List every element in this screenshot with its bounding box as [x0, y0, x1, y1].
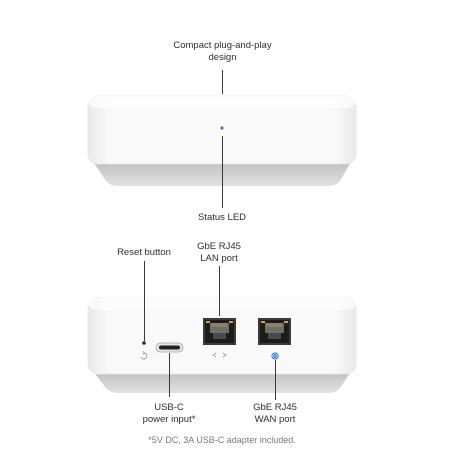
leader-status-led — [222, 136, 223, 208]
callout-usb-c-line2: power input* — [142, 414, 196, 425]
callout-wan-port-line2: WAN port — [254, 414, 296, 425]
footnote: *5V DC, 3A USB-C adapter included. — [148, 435, 296, 445]
leader-reset-button — [144, 261, 145, 341]
callout-usb-c: USB-C power input* — [128, 402, 210, 426]
callout-compact-design-line1: Compact plug-and-play — [173, 40, 272, 51]
callout-usb-c-line1: USB-C — [154, 402, 184, 413]
rj45-port-icon-wan — [258, 318, 291, 345]
reset-pinhole — [142, 341, 146, 345]
callout-reset-button: Reset button — [117, 247, 171, 258]
callout-compact-design: Compact plug-and-play design — [150, 40, 295, 64]
callout-wan-port-line1: GbE RJ45 — [253, 402, 297, 413]
usb-c-port-icon — [155, 342, 184, 353]
status-led — [220, 126, 224, 130]
reset-icon — [140, 351, 148, 360]
callout-lan-port-line2: LAN port — [200, 253, 238, 264]
callout-lan-port-line1: GbE RJ45 — [197, 241, 241, 252]
leader-lan-port — [219, 266, 220, 316]
rj45-port-icon — [203, 318, 236, 345]
leader-compact-design — [222, 70, 223, 94]
wan-globe-icon — [271, 352, 279, 360]
callout-wan-port: GbE RJ45 WAN port — [243, 402, 307, 426]
callout-status-led: Status LED — [197, 212, 247, 223]
back-device-base — [92, 370, 352, 393]
callout-compact-design-line2: design — [208, 52, 237, 63]
lan-link-icon — [212, 352, 227, 358]
leader-wan-port — [275, 360, 276, 400]
callout-lan-port: GbE RJ45 LAN port — [187, 241, 251, 265]
leader-usb-c — [169, 353, 170, 397]
